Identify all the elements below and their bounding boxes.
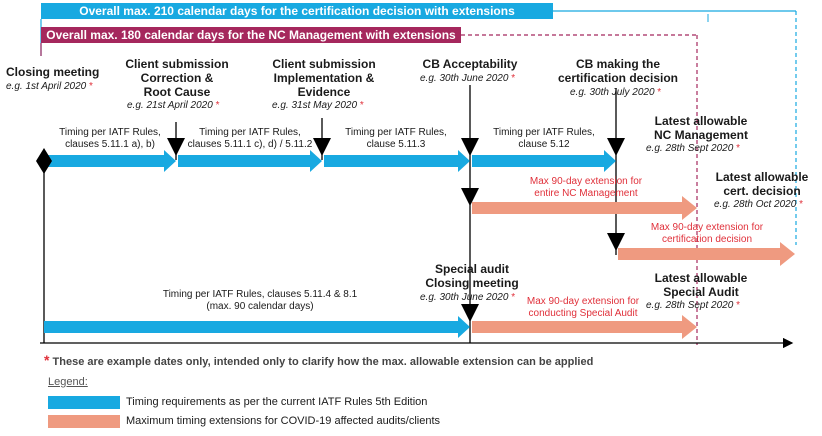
footnote: * These are example dates only, intended… [44,352,594,368]
timing-label-1: Timing per IATF Rules,clauses 5.11.1 a),… [59,127,161,150]
triangle-acceptability [461,138,479,156]
extension-arrow-cert [618,242,795,266]
legend-title: Legend: [48,376,88,388]
legend-item-extension: Maximum timing extensions for COVID-19 a… [48,414,440,428]
timing-label-2: Timing per IATF Rules,clauses 5.11.1 c),… [187,127,313,150]
date-special-closing: e.g. 30th June 2020 * [420,292,516,303]
triangle-nc-branch [461,188,479,206]
timing-arrow-special [44,316,470,338]
legend-label-extension: Maximum timing extensions for COVID-19 a… [126,415,441,427]
timing-arrows [44,150,616,338]
extension-arrow-nc [472,196,697,220]
timing-arrow-3 [324,150,470,172]
triangle-special [461,304,479,322]
legend-item-timing: Timing requirements as per the current I… [48,395,427,409]
timing-arrow-1 [48,150,176,172]
triangle-correction [167,138,185,156]
nc-management-banner: Overall max. 180 calendar days for the N… [41,27,461,43]
milestone-closing-meeting: Closing meeting [6,65,100,79]
date-latest-special: e.g. 28th Sept 2020 * [646,300,740,311]
timing-arrow-2 [178,150,322,172]
date-latest-cert: e.g. 28th Oct 2020 * [714,199,803,210]
extension-arrow-special [472,315,697,339]
timing-label-4: Timing per IATF Rules,clause 5.12 [493,127,595,150]
timing-label-special: Timing per IATF Rules, clauses 5.11.4 & … [162,289,358,312]
extension-arrows [472,196,795,339]
date-latest-nc: e.g. 28th Sept 2020 * [646,143,740,154]
date-closing-meeting: e.g. 1st April 2020 * [6,81,93,92]
milestone-acceptability: CB Acceptability [422,57,518,71]
milestone-triangles [167,138,625,322]
triangle-cert-branch [607,233,625,251]
legend-swatch-salmon [48,414,120,428]
timing-arrow-4 [472,150,616,172]
date-correction: e.g. 21st April 2020 * [127,100,220,111]
legend-label-timing: Timing requirements as per the current I… [126,396,428,408]
start-diamond [36,148,52,174]
triangle-decision [607,138,625,156]
milestone-lines [43,85,617,343]
legend-swatch-blue [48,395,120,409]
date-acceptability: e.g. 30th June 2020 * [420,73,516,84]
date-decision: e.g. 30th July 2020 * [570,87,662,98]
timing-label-3: Timing per IATF Rules,clause 5.11.3 [345,127,447,150]
date-implementation: e.g. 31st May 2020 * [272,100,364,111]
certification-banner: Overall max. 210 calendar days for the c… [41,3,553,19]
triangle-implementation [313,138,331,156]
nc-management-bracket [40,34,698,345]
